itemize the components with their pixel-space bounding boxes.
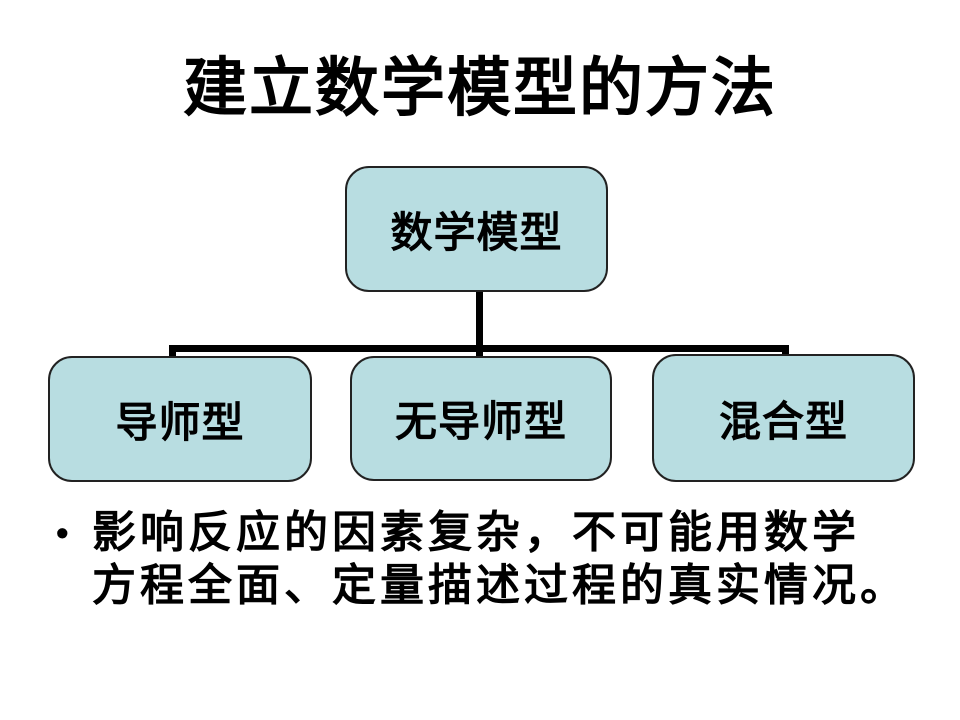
- node-supervised-label: 导师型: [115, 398, 245, 446]
- node-unsupervised-label: 无导师型: [394, 398, 567, 445]
- model-hierarchy-diagram: 数学模型 导师型 无导师型 混合型: [48, 166, 915, 482]
- bullet-line-1: 影响反应的因素复杂，不可能用数学: [92, 508, 860, 557]
- connector-stub-left: [169, 345, 176, 360]
- bullet-line-2: 方程全面、定量描述过程的真实情况。: [92, 561, 908, 610]
- slide-title: 建立数学模型的方法: [183, 52, 777, 124]
- connector-vertical: [476, 290, 483, 358]
- node-unsupervised: 无导师型: [350, 356, 612, 481]
- connector-stub-right: [782, 345, 789, 360]
- node-math-model-label: 数学模型: [390, 208, 563, 256]
- node-hybrid-label: 混合型: [718, 397, 848, 445]
- connector-horizontal: [169, 345, 789, 352]
- node-hybrid: 混合型: [652, 354, 915, 482]
- bullet-icon: •: [56, 512, 69, 553]
- bullet-text: 影响反应的因素复杂，不可能用数学 方程全面、定量描述过程的真实情况。: [92, 506, 932, 612]
- node-math-model: 数学模型: [345, 166, 608, 292]
- node-supervised: 导师型: [48, 356, 312, 482]
